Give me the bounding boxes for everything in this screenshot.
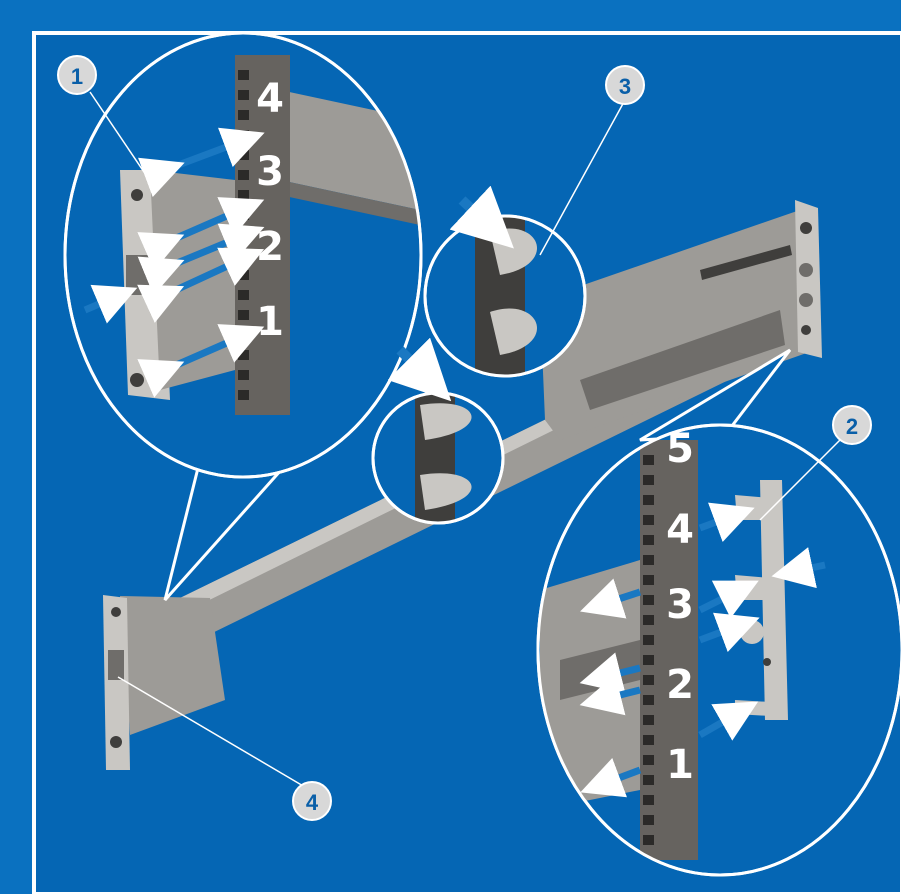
rack-hole	[238, 90, 249, 100]
callout-2-label: 2	[846, 414, 858, 439]
rack-hole	[643, 555, 654, 565]
rack-hole	[643, 515, 654, 525]
callout-2: 2	[833, 406, 871, 444]
rack-hole	[238, 310, 249, 320]
right-rack-unit-3: 3	[666, 582, 694, 628]
rack-hole	[643, 455, 654, 465]
rack-hole	[643, 535, 654, 545]
rack-hole	[238, 150, 249, 160]
rack-hole	[238, 170, 249, 180]
callout-4: 4	[293, 782, 331, 820]
left-rack-unit-3: 3	[256, 149, 284, 195]
callout-4-label: 4	[306, 790, 319, 815]
rack-hole	[643, 575, 654, 585]
rack-hole	[643, 675, 654, 685]
callout-1-label: 1	[71, 64, 83, 89]
rack-hole	[643, 495, 654, 505]
left-rack-unit-4: 4	[256, 76, 284, 122]
rack-hole	[238, 370, 249, 380]
rack-hole	[643, 615, 654, 625]
left-rack-unit-2: 2	[256, 224, 284, 270]
rack-hole	[643, 635, 654, 645]
rack-hole	[238, 350, 249, 360]
rack-hole	[643, 835, 654, 845]
rack-hole	[643, 775, 654, 785]
rack-hole	[643, 715, 654, 725]
rack-hole	[238, 290, 249, 300]
callout-3: 3	[606, 66, 644, 104]
right-rack-unit-4: 4	[666, 507, 694, 553]
rack-hole	[643, 655, 654, 665]
rack-hole	[643, 815, 654, 825]
callout-3-label: 3	[619, 74, 631, 99]
right-rack-unit-1: 1	[666, 742, 694, 788]
rack-hole	[238, 70, 249, 80]
rack-hole	[643, 795, 654, 805]
rack-hole	[238, 110, 249, 120]
right-rack-unit-2: 2	[666, 662, 694, 708]
rack-hole	[643, 595, 654, 605]
rack-hole	[643, 735, 654, 745]
rack-hole	[643, 755, 654, 765]
rack-hole	[643, 475, 654, 485]
callout-1: 1	[58, 56, 96, 94]
rack-hole	[238, 270, 249, 280]
rack-hole	[238, 390, 249, 400]
right-rack-unit-5: 5	[666, 426, 694, 472]
left-rack-unit-1: 1	[256, 299, 284, 345]
rack-hole	[643, 695, 654, 705]
rack-hole	[238, 190, 249, 200]
